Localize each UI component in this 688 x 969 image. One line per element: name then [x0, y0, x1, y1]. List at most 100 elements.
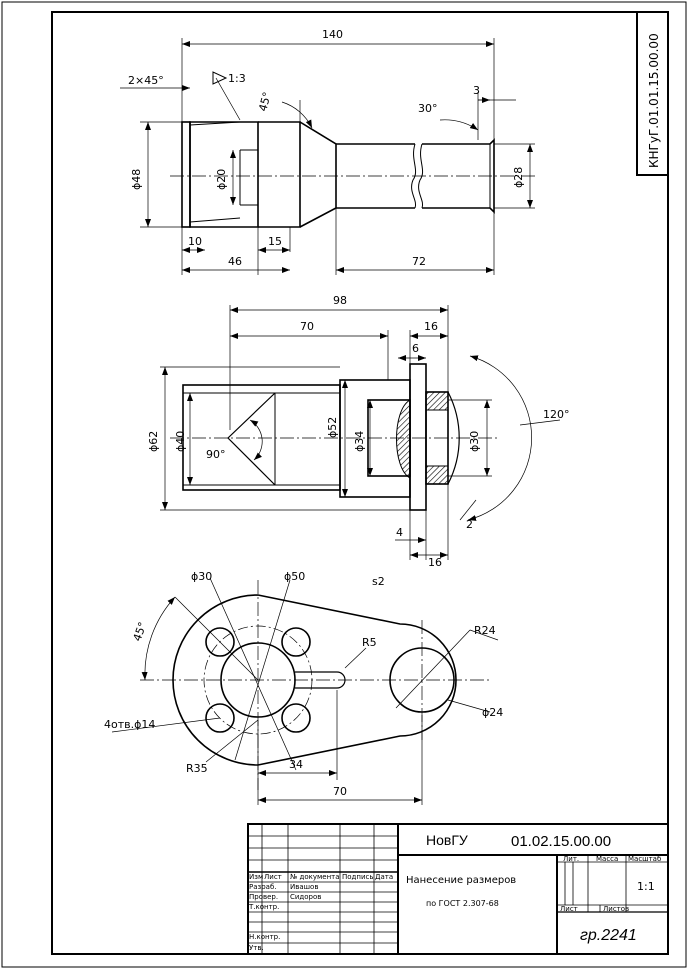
dim-d30: ϕ30 — [191, 570, 212, 583]
break-line-2 — [418, 143, 424, 209]
scale-value: 1:1 — [637, 880, 655, 893]
sheets-label: Листов — [603, 905, 629, 913]
title-line-2: по ГОСТ 2.307-68 — [426, 899, 499, 908]
dim-r5: R5 — [362, 636, 377, 649]
dim-120: 120° — [543, 408, 570, 421]
row-razrab: Разраб. — [249, 883, 277, 891]
dim-70: 70 — [333, 785, 347, 798]
view-plate — [111, 577, 499, 805]
hole-top-right — [281, 627, 311, 657]
view-section-labels: 98 70 16 6 120° ϕ62 ϕ40 ϕ52 ϕ34 ϕ30 90° … — [147, 294, 570, 569]
view-section — [160, 305, 561, 560]
dim-72: 72 — [412, 255, 426, 268]
dim-s2: s2 — [372, 575, 385, 588]
col-sign: Подпись — [342, 873, 374, 881]
dim-r24: R24 — [474, 624, 496, 637]
dim-98: 98 — [333, 294, 347, 307]
col-list: Лист — [264, 873, 282, 881]
right-bore — [389, 647, 455, 713]
view-shaft-labels: 140 2×45° 1:3 45° 30° 3 ϕ48 ϕ20 ϕ28 10 1… — [128, 28, 525, 268]
dim-angle-30: 30° — [418, 102, 438, 115]
dim-6: 6 — [412, 342, 419, 355]
dim-140: 140 — [322, 28, 343, 41]
row-nkontr: Н.контр. — [249, 933, 280, 941]
vertical-code-box: КНГуГ.01.01.15.00.00 — [636, 11, 669, 176]
title-line-1: Нанесение размеров — [406, 875, 516, 886]
doc-code-prefix: НовГУ — [426, 832, 468, 848]
sphere-cut — [447, 391, 460, 485]
dim-46: 46 — [228, 255, 242, 268]
view-plate-labels: ϕ30 ϕ50 s2 R24 45° R5 4отв.ϕ14 ϕ24 R35 3… — [104, 570, 503, 798]
checker-name: Сидоров — [290, 893, 321, 901]
dim-d30: ϕ30 — [468, 431, 481, 452]
arc-120 — [467, 355, 532, 521]
dim-d62: ϕ62 — [147, 431, 160, 452]
drill-cone — [227, 392, 276, 486]
col-doc: № документа — [290, 873, 340, 881]
dim-d20: ϕ20 — [215, 169, 228, 190]
col-date: Дата — [375, 873, 393, 881]
stem-right — [422, 138, 495, 214]
dim-d34: ϕ34 — [353, 431, 366, 452]
hatched-section-1 — [396, 399, 411, 479]
dim-2: 2 — [466, 518, 473, 531]
main-body — [182, 384, 341, 491]
dim-d24: ϕ24 — [482, 706, 503, 719]
dim-16: 16 — [424, 320, 438, 333]
lit-header: Лит. — [563, 855, 579, 863]
arc-90 — [249, 419, 263, 461]
hole-bottom-right — [281, 703, 311, 733]
row-tkontr: Т.контр. — [248, 903, 279, 911]
sheet-label: Лист — [560, 905, 578, 913]
dim-taper: 1:3 — [228, 72, 246, 85]
hatched-section-3 — [425, 465, 449, 485]
dim-d40: ϕ40 — [174, 431, 187, 452]
taper-line-bottom — [189, 217, 241, 223]
hole-top-left — [205, 627, 235, 657]
doc-code: 01.02.15.00.00 — [511, 833, 611, 850]
view-shaft — [120, 38, 535, 275]
keyway-slot — [295, 671, 346, 689]
plate-outline — [172, 594, 457, 766]
dim-90: 90° — [206, 448, 226, 461]
dim-45: 45° — [131, 620, 150, 643]
taper-line-top — [189, 121, 241, 126]
stem-left — [336, 143, 415, 209]
hole-bottom-left — [205, 703, 235, 733]
collar — [258, 121, 301, 228]
dim-chamfer: 2×45° — [128, 74, 164, 87]
flange — [181, 121, 191, 228]
dim-angle-45: 45° — [256, 91, 274, 113]
dim-d50: ϕ50 — [284, 570, 305, 583]
mass-header: Масса — [596, 855, 618, 863]
dim-10: 10 — [188, 235, 202, 248]
break-line-1 — [411, 143, 417, 209]
dim-d48: ϕ48 — [130, 169, 143, 190]
dim-holes: 4отв.ϕ14 — [104, 718, 155, 731]
dim-r35: R35 — [186, 762, 208, 775]
dim-3: 3 — [473, 84, 480, 97]
arc-30 — [439, 119, 479, 131]
dim-d28: ϕ28 — [512, 167, 525, 188]
hatched-section-2 — [425, 391, 449, 411]
dim-15: 15 — [268, 235, 282, 248]
col-izm: Изм — [249, 873, 263, 881]
inner-frame — [51, 11, 669, 955]
center-bore — [220, 642, 296, 718]
scale-header: Масштаб — [628, 855, 661, 863]
cone — [299, 121, 337, 228]
collar-right — [409, 363, 427, 511]
vertical-code-text: КНГуГ.01.01.15.00.00 — [647, 33, 661, 168]
dim-34: 34 — [289, 758, 303, 771]
taper-symbol — [212, 71, 228, 85]
dim-d52: ϕ52 — [326, 417, 339, 438]
arc-45 — [141, 596, 176, 681]
group-label: гр.2241 — [580, 927, 637, 944]
developer-name: Ивашов — [290, 883, 318, 891]
title-block — [247, 823, 669, 955]
dim-4: 4 — [396, 526, 403, 539]
arc-45 — [281, 101, 313, 129]
pcd-circle — [203, 625, 313, 735]
